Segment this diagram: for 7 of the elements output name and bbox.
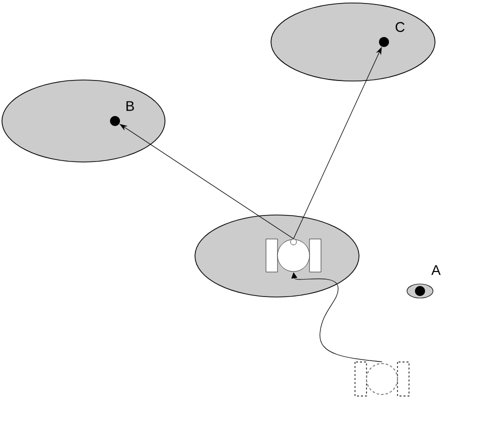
letter-label: A — [431, 265, 441, 275]
letter-label: B — [126, 101, 134, 111]
region-ellipse — [270, 2, 436, 82]
robot-outline — [354, 362, 410, 396]
region-ellipse — [2, 80, 166, 162]
robot-drawing — [266, 238, 322, 272]
letter-label: C — [396, 22, 405, 32]
